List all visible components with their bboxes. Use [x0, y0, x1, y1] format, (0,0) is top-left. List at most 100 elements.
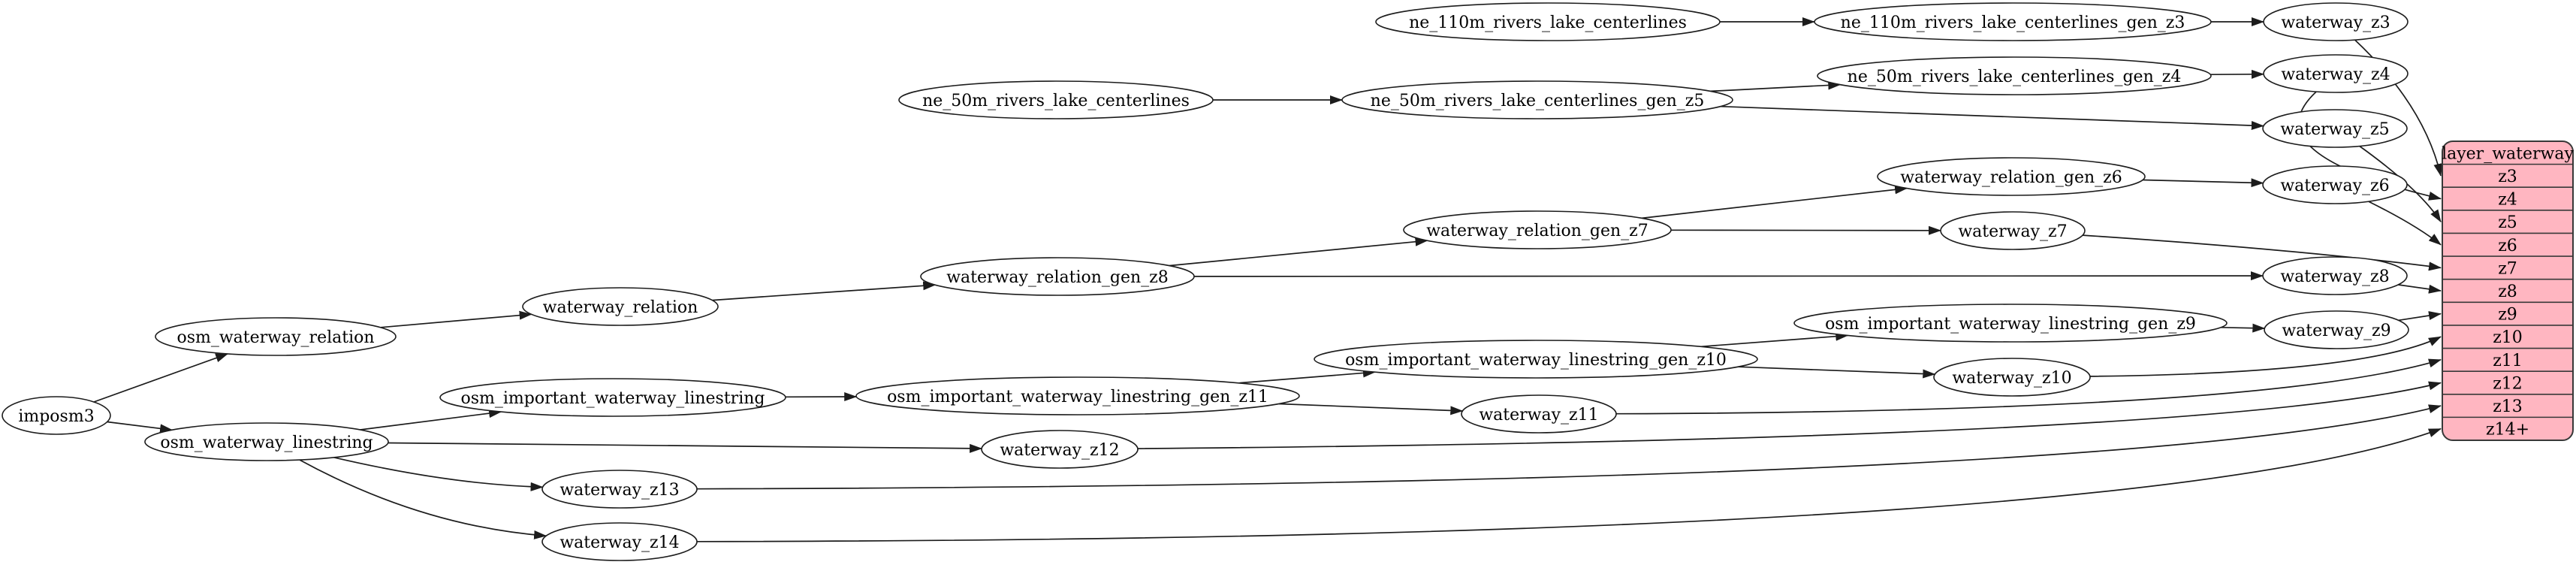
- node-label-osm_waterway_linestring: osm_waterway_linestring: [160, 434, 373, 452]
- edge-waterway_z9-to-layer-waterway-z9: [2398, 311, 2442, 322]
- edge-waterway_relation_gen_z6-to-waterway_z6: [2143, 178, 2264, 188]
- node-osm_important_waterway_linestring_gen_z10: osm_important_waterway_linestring_gen_z1…: [1314, 340, 1758, 379]
- node-label-waterway_relation_gen_z6: waterway_relation_gen_z6: [1900, 168, 2122, 187]
- edge-osm_important_waterway_linestring_gen_z10-to-osm_important_waterway_linestring_gen_z9: [1700, 331, 1849, 348]
- node-ellipse-waterway_relation_gen_z7: [1403, 210, 1672, 249]
- node-ellipse-waterway_z14: [541, 522, 698, 561]
- edge-waterway_z14-to-layer-waterway-z14+: [696, 428, 2442, 542]
- edge-waterway_relation_gen_z8-to-waterway_relation_gen_z7: [1169, 237, 1428, 267]
- node-waterway_z13: waterway_z13: [541, 470, 698, 509]
- edge-ne_50m_rivers_lake_centerlines_gen_z5-to-waterway_z5: [1720, 105, 2264, 131]
- edge-waterway_z3-to-layer-waterway-z3: [2354, 39, 2443, 177]
- node-label-waterway_z12: waterway_z12: [1000, 441, 1119, 460]
- node-ellipse-ne_110m_rivers_lake_centerlines_gen_z3: [1814, 2, 2212, 41]
- table-row-z5: z5: [2498, 213, 2517, 232]
- edge-waterway_z10-to-layer-waterway-z10: [2089, 336, 2442, 377]
- table-row-z4: z4: [2498, 191, 2517, 210]
- node-ellipse-waterway_z5: [2262, 109, 2408, 148]
- node-ne_110m_rivers_lake_centerlines_gen_z3: ne_110m_rivers_lake_centerlines_gen_z3: [1814, 2, 2212, 41]
- table-row-z7: z7: [2498, 259, 2517, 278]
- node-waterway_z12: waterway_z12: [981, 430, 1139, 469]
- edge-waterway_relation_gen_z7-to-waterway_relation_gen_z6: [1641, 185, 1908, 219]
- node-waterway_z9: waterway_z9: [2264, 310, 2409, 349]
- edge-imposm3-to-osm_waterway_linestring: [107, 421, 173, 434]
- edge-waterway_relation-to-waterway_relation_gen_z8: [712, 281, 937, 301]
- node-ne_50m_rivers_lake_centerlines_gen_z4: ne_50m_rivers_lake_centerlines_gen_z4: [1817, 56, 2212, 95]
- node-osm_important_waterway_linestring_gen_z9: osm_important_waterway_linestring_gen_z9: [1793, 304, 2228, 343]
- node-ellipse-waterway_z7: [1940, 211, 2086, 250]
- node-ellipse-waterway_relation_gen_z6: [1877, 157, 2146, 196]
- edge-waterway_z12-to-layer-waterway-z12: [1137, 381, 2442, 449]
- table-row-z6: z6: [2498, 237, 2517, 255]
- edge-osm_waterway_linestring-to-waterway_z13: [333, 456, 544, 491]
- node-ellipse-waterway_z8: [2262, 256, 2408, 295]
- edges-layer: [93, 17, 2443, 542]
- table-title: layer_waterway: [2442, 144, 2574, 163]
- node-ellipse-waterway_z9: [2264, 310, 2409, 349]
- edge-osm_important_waterway_linestring_gen_z10-to-waterway_z10: [1738, 366, 1936, 379]
- edge-waterway_z7-to-layer-waterway-z7: [2083, 234, 2442, 271]
- node-waterway_relation: waterway_relation: [522, 287, 719, 326]
- node-waterway_z11: waterway_z11: [1461, 394, 1617, 434]
- node-ellipse-imposm3: [2, 396, 111, 435]
- node-ellipse-waterway_z11: [1461, 394, 1617, 434]
- node-label-waterway_z13: waterway_z13: [560, 481, 679, 500]
- node-waterway_z7: waterway_z7: [1940, 211, 2086, 250]
- node-ellipse-ne_110m_rivers_lake_centerlines: [1375, 2, 1721, 41]
- node-ellipse-ne_50m_rivers_lake_centerlines_gen_z4: [1817, 56, 2212, 95]
- node-waterway_z5: waterway_z5: [2262, 109, 2408, 148]
- node-ne_50m_rivers_lake_centerlines: ne_50m_rivers_lake_centerlines: [898, 80, 1214, 119]
- node-label-waterway_z3: waterway_z3: [2281, 14, 2390, 32]
- node-label-osm_important_waterway_linestring: osm_important_waterway_linestring: [460, 389, 765, 408]
- table-row-z13: z13: [2493, 397, 2523, 416]
- edge-osm_waterway_linestring-to-waterway_z14: [299, 459, 547, 539]
- edge-waterway_z13-to-layer-waterway-z13: [696, 404, 2442, 490]
- node-label-waterway_z14: waterway_z14: [560, 533, 679, 552]
- node-ne_110m_rivers_lake_centerlines: ne_110m_rivers_lake_centerlines: [1375, 2, 1721, 41]
- edge-waterway_z5-to-layer-waterway-z5: [2359, 145, 2442, 223]
- layer-waterway-table: layer_waterwayz3z4z5z6z7z8z9z10z11z12z13…: [2442, 140, 2574, 441]
- node-label-waterway_relation_gen_z8: waterway_relation_gen_z8: [946, 268, 1169, 287]
- table-row-z11: z11: [2493, 352, 2523, 370]
- node-waterway_z14: waterway_z14: [541, 522, 698, 561]
- table-row-z8: z8: [2498, 282, 2517, 301]
- node-ellipse-ne_50m_rivers_lake_centerlines: [898, 80, 1214, 119]
- node-label-ne_50m_rivers_lake_centerlines_gen_z4: ne_50m_rivers_lake_centerlines_gen_z4: [1848, 68, 2182, 86]
- node-label-waterway_z8: waterway_z8: [2280, 267, 2389, 286]
- node-ellipse-waterway_z10: [1933, 358, 2091, 397]
- node-label-ne_110m_rivers_lake_centerlines: ne_110m_rivers_lake_centerlines: [1409, 14, 1687, 32]
- node-ellipse-osm_important_waterway_linestring: [439, 378, 786, 417]
- edge-osm_waterway_linestring-to-waterway_z12: [388, 442, 983, 453]
- node-ellipse-waterway_z4: [2263, 54, 2409, 93]
- table-row-z3: z3: [2498, 168, 2517, 186]
- node-label-osm_important_waterway_linestring_gen_z11: osm_important_waterway_linestring_gen_z1…: [887, 388, 1268, 406]
- edge-waterway_relation_gen_z7-to-waterway_z7: [1670, 225, 1941, 235]
- node-ellipse-waterway_relation_gen_z8: [920, 257, 1195, 296]
- node-ellipse-waterway_z13: [541, 470, 698, 509]
- node-ellipse-waterway_relation: [522, 287, 719, 326]
- edge-osm_important_waterway_linestring_gen_z11-to-waterway_z11: [1278, 403, 1464, 415]
- node-label-waterway_z11: waterway_z11: [1479, 406, 1598, 425]
- node-osm_waterway_linestring: osm_waterway_linestring: [144, 422, 389, 461]
- node-label-imposm3: imposm3: [18, 407, 94, 426]
- node-ne_50m_rivers_lake_centerlines_gen_z5: ne_50m_rivers_lake_centerlines_gen_z5: [1341, 80, 1733, 119]
- node-ellipse-osm_important_waterway_linestring_gen_z9: [1793, 304, 2228, 343]
- node-waterway_z4: waterway_z4: [2263, 54, 2409, 93]
- node-label-waterway_relation: waterway_relation: [543, 298, 698, 317]
- edge-waterway_z11-to-layer-waterway-z11: [1615, 358, 2442, 415]
- node-waterway_z8: waterway_z8: [2262, 256, 2408, 295]
- node-label-waterway_relation_gen_z7: waterway_relation_gen_z7: [1426, 222, 1648, 240]
- node-ellipse-osm_important_waterway_linestring_gen_z10: [1314, 340, 1758, 379]
- node-ellipse-waterway_z6: [2262, 165, 2408, 204]
- node-ellipse-osm_waterway_relation: [155, 317, 397, 356]
- node-waterway_z3: waterway_z3: [2263, 2, 2409, 41]
- edge-imposm3-to-osm_waterway_relation: [93, 353, 229, 403]
- node-label-osm_important_waterway_linestring_gen_z9: osm_important_waterway_linestring_gen_z9: [1825, 315, 2196, 334]
- node-label-ne_50m_rivers_lake_centerlines: ne_50m_rivers_lake_centerlines: [922, 92, 1190, 110]
- edge-osm_waterway_linestring-to-osm_important_waterway_linestring: [360, 409, 502, 431]
- node-label-waterway_z4: waterway_z4: [2281, 65, 2390, 84]
- table-row-z10: z10: [2493, 328, 2523, 347]
- node-imposm3: imposm3: [2, 396, 111, 435]
- table-row-z12: z12: [2493, 374, 2523, 393]
